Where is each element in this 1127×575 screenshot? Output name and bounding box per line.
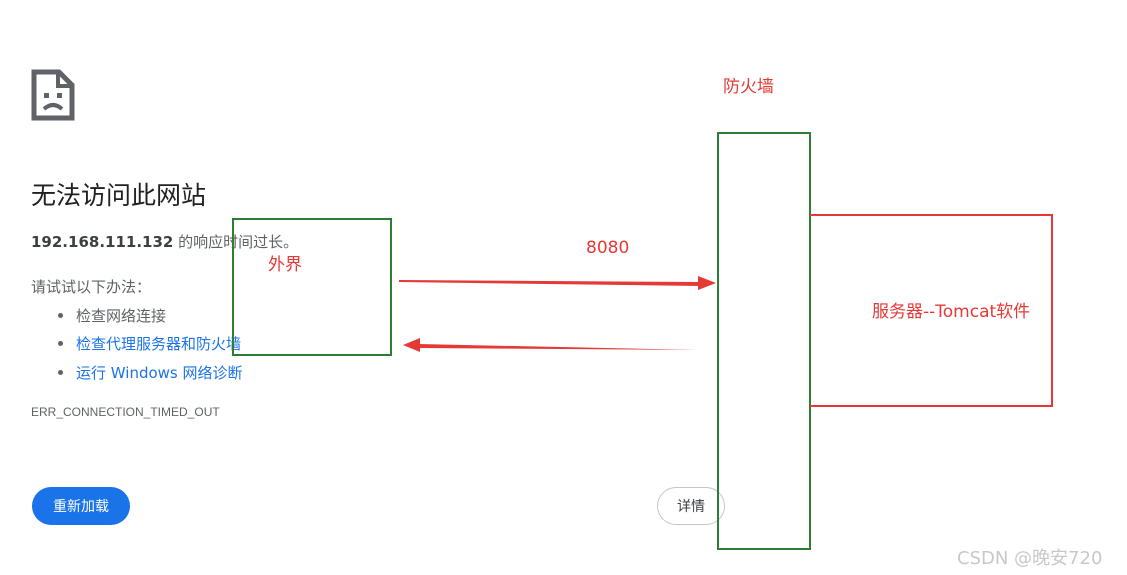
list-item: 运行 Windows 网络诊断 xyxy=(58,358,243,387)
watermark: CSDN @晚安720 xyxy=(957,548,1103,569)
reload-button[interactable]: 重新加载 xyxy=(32,487,130,525)
host-address: 192.168.111.132 xyxy=(31,233,174,251)
try-label: 请试试以下办法： xyxy=(31,278,152,296)
error-message: 的响应时间过长。 xyxy=(173,233,299,251)
response-arrow xyxy=(403,338,698,352)
error-code: ERR_CONNECTION_TIMED_OUT xyxy=(31,405,220,419)
server-box xyxy=(810,214,1053,407)
outside-box xyxy=(232,218,392,356)
port-label: 8080 xyxy=(586,238,630,258)
bullet-icon xyxy=(58,369,63,375)
list-item: 检查网络连接 xyxy=(58,301,243,330)
outside-label: 外界 xyxy=(268,255,302,275)
server-label: 服务器--Tomcat软件 xyxy=(872,302,1031,322)
suggestion-list: 检查网络连接 检查代理服务器和防火墙 运行 Windows 网络诊断 xyxy=(58,301,243,387)
sad-page-icon xyxy=(31,69,75,121)
suggestion-check-proxy-link[interactable]: 检查代理服务器和防火墙 xyxy=(76,335,242,354)
bullet-icon xyxy=(58,312,63,318)
details-button[interactable]: 详情 xyxy=(657,487,725,525)
suggestion-network-diagnostics-link[interactable]: 运行 Windows 网络诊断 xyxy=(76,363,243,382)
bullet-icon xyxy=(58,341,63,347)
firewall-box xyxy=(717,132,811,550)
firewall-label: 防火墙 xyxy=(723,77,774,97)
page-title: 无法访问此网站 xyxy=(31,181,207,210)
list-item: 检查代理服务器和防火墙 xyxy=(58,330,243,359)
error-description: 192.168.111.132 的响应时间过长。 xyxy=(31,231,298,252)
request-arrow xyxy=(399,276,716,290)
suggestion-check-network: 检查网络连接 xyxy=(76,306,167,325)
